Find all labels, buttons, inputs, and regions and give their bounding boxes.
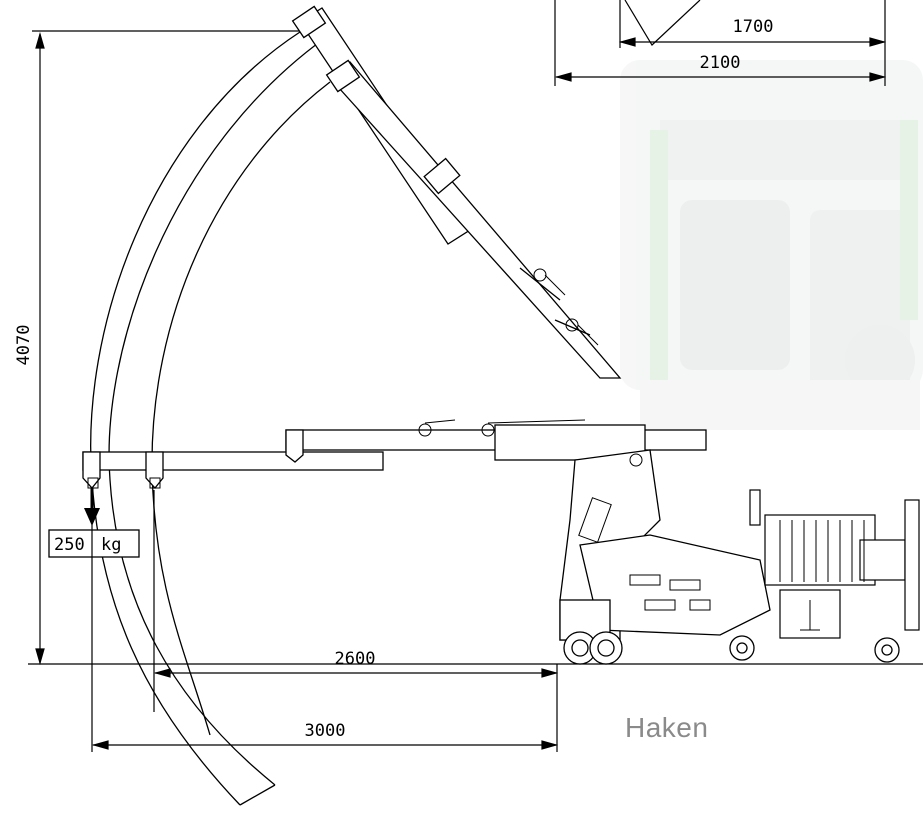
load-box	[48, 529, 140, 558]
height-dimension-label: 4070	[14, 325, 34, 366]
horizontal-boom	[82, 424, 707, 490]
caption-haken: Haken	[625, 712, 708, 743]
wheels	[563, 631, 900, 665]
raised-boom	[291, 5, 622, 379]
load-unit: kg	[101, 535, 121, 555]
power-unit-fins	[779, 520, 865, 631]
height-dimension	[32, 30, 300, 666]
power-unit	[749, 489, 920, 639]
crane-base-details	[578, 453, 711, 611]
top-width-inner-label: 1700	[733, 17, 774, 37]
swing-arcs	[90, 31, 331, 806]
crane-base	[559, 449, 771, 641]
reach-inner-label: 2600	[335, 649, 376, 669]
reach-drop-lines	[91, 490, 558, 752]
reach-outer-dimension	[91, 740, 559, 750]
top-width-dimensions	[554, 0, 887, 86]
background-machine-ghost	[620, 60, 923, 430]
top-width-outer-label: 2100	[700, 53, 741, 73]
load-value: 250	[54, 535, 85, 555]
reach-inner-dimension	[153, 668, 559, 678]
reach-outer-label: 3000	[305, 721, 346, 741]
horizontal-boom-fittings	[87, 419, 586, 489]
raised-boom-hoses	[533, 268, 599, 346]
